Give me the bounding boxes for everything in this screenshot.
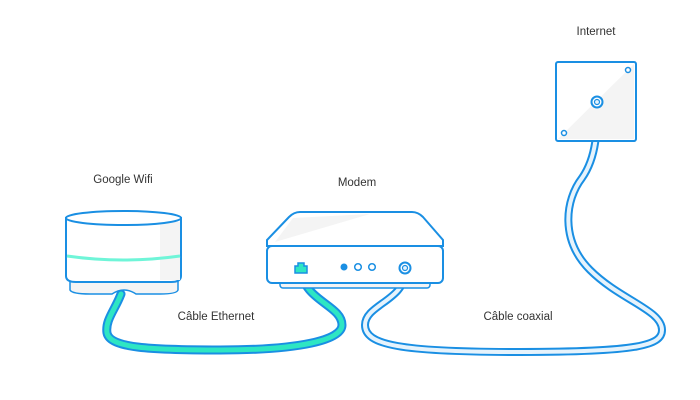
- internet-label: Internet: [576, 26, 616, 38]
- status-light-icon: [353, 262, 363, 272]
- ethernet-port-icon: [294, 262, 308, 274]
- wall-socket-icon: [555, 61, 637, 142]
- status-light-icon: [367, 262, 377, 272]
- modem-label: Modem: [337, 177, 377, 189]
- coaxial-cable-label: Câble coaxial: [483, 311, 553, 323]
- google-wifi-label: Google Wifi: [93, 174, 153, 186]
- ethernet-cable-label: Câble Ethernet: [177, 311, 255, 323]
- ethernet-cable-icon: [102, 265, 347, 355]
- google-wifi-router-icon: [65, 210, 182, 295]
- coaxial-cable-icon: [360, 100, 667, 357]
- status-light-icon: [340, 263, 348, 271]
- modem-icon: [266, 211, 444, 289]
